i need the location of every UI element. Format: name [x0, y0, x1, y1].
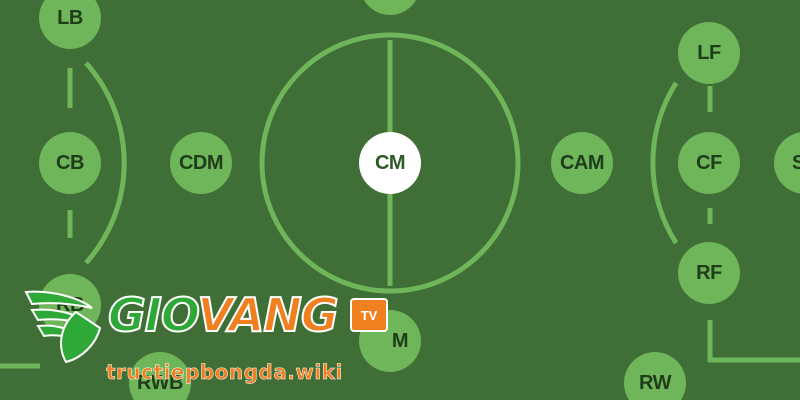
- brand-wordmark: GIOVANG: [107, 291, 340, 339]
- position-label: RF: [696, 261, 722, 284]
- position-rw: RW: [624, 352, 686, 400]
- right-box-line: [707, 320, 800, 363]
- position-lb: LB: [39, 0, 101, 49]
- position-cm: CM: [359, 132, 421, 194]
- position-cam: CAM: [551, 132, 613, 194]
- wing-logo-icon: [24, 290, 102, 364]
- position-label: RW: [639, 371, 671, 394]
- position-label: M: [391, 329, 409, 352]
- center-circle: [259, 32, 521, 294]
- position-label: CF: [696, 151, 722, 174]
- tv-badge-label: TV: [360, 307, 378, 323]
- brand-green-text: GIO: [107, 288, 199, 342]
- right-arc: [650, 81, 679, 245]
- position-label: LB: [57, 6, 83, 29]
- position-cdm: CDM: [170, 132, 232, 194]
- position-rf: RF: [678, 242, 740, 304]
- position-label: CB: [56, 151, 84, 174]
- position-label: RWB: [137, 371, 183, 394]
- left-arc: [84, 61, 127, 265]
- position-label: CDM: [178, 151, 224, 174]
- brand-orange-text: VANG: [196, 288, 339, 342]
- position-label: CAM: [559, 151, 605, 174]
- tv-badge: TV: [350, 298, 388, 332]
- position-cb: CB: [39, 132, 101, 194]
- top-partial-circle: [364, 0, 416, 15]
- position-lf: LF: [678, 22, 740, 84]
- position-rwb: RWB: [129, 352, 191, 400]
- position-label: LF: [697, 41, 721, 64]
- site-logo: GIOVANG TV tructiepbongda.wiki: [22, 284, 402, 394]
- position-cf: CF: [678, 132, 740, 194]
- position-label: S: [792, 151, 800, 174]
- position-label: CM: [374, 151, 406, 174]
- site-url: tructiepbongda.wiki: [106, 360, 343, 385]
